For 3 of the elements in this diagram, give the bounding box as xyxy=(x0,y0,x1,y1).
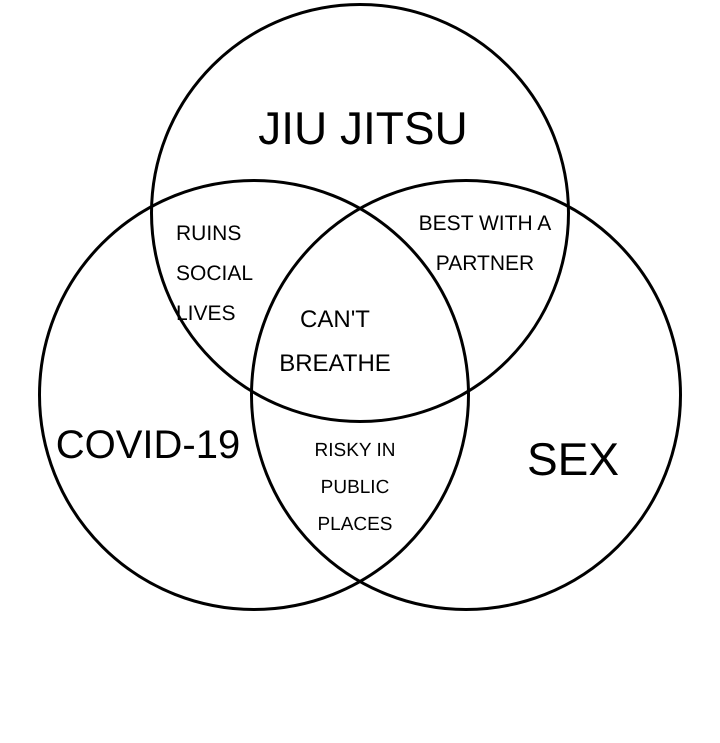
region-label: BEST WITH A PARTNER xyxy=(418,211,552,277)
region-label: RISKY IN PUBLIC PLACES xyxy=(314,439,396,537)
region-label: CAN'T BREATHE xyxy=(278,305,392,379)
